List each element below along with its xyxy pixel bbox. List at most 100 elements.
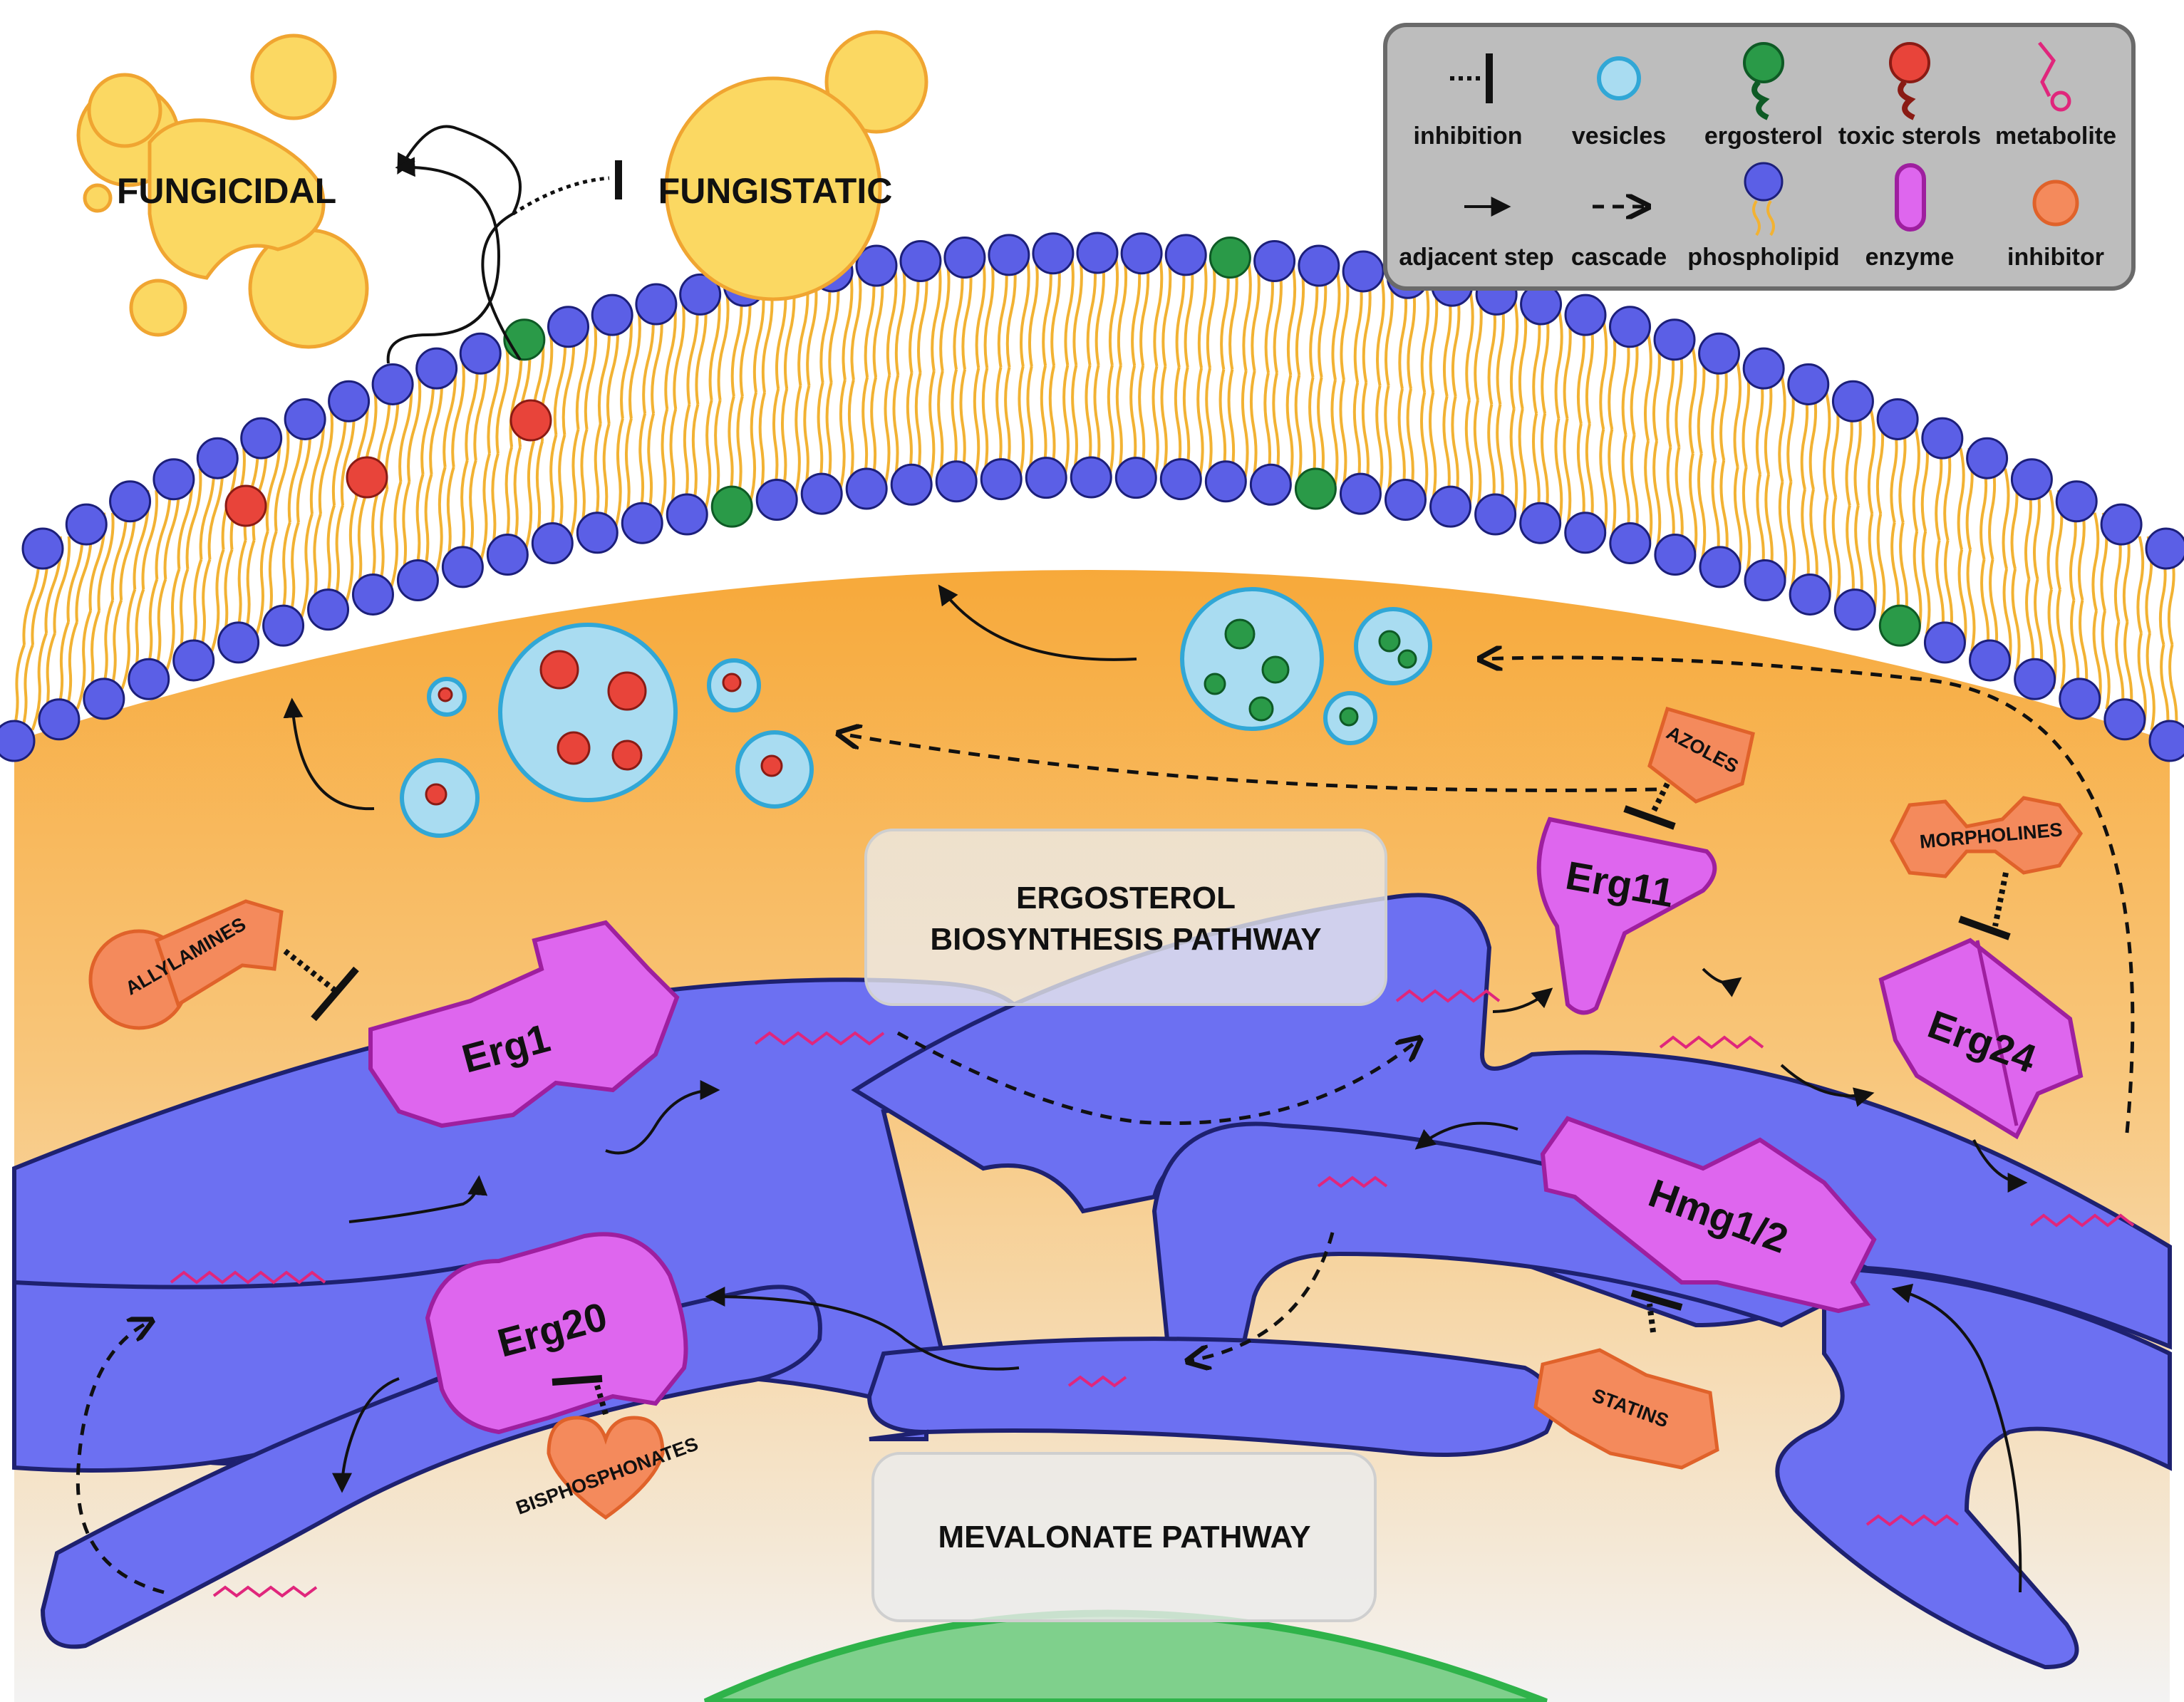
lipid-tail xyxy=(1331,268,1341,380)
phospholipid-head xyxy=(2145,527,2184,570)
lipid-tail xyxy=(407,375,422,482)
lipid-tail xyxy=(300,513,314,618)
lipid-tail xyxy=(1249,370,1258,484)
lipid-tail xyxy=(936,370,944,484)
toxic-sterol-molecule xyxy=(224,484,267,527)
lipid-tail xyxy=(1733,467,1743,574)
lipid-tail xyxy=(2091,512,2100,611)
enzyme-icon xyxy=(1895,163,1926,232)
lipid-tail xyxy=(673,299,685,410)
lipid-tail xyxy=(53,536,71,633)
lipid-tail xyxy=(1020,254,1030,367)
phospholipid-head xyxy=(459,332,502,375)
lipid-tail xyxy=(1160,365,1168,479)
lipid-tail xyxy=(495,346,509,454)
lipid-tail xyxy=(1509,299,1519,410)
lipid-tail xyxy=(1241,370,1249,484)
lipid-tail xyxy=(1242,259,1252,372)
lipid-tail xyxy=(1697,453,1707,561)
lipid-tail xyxy=(983,256,995,369)
phospholipid-head xyxy=(943,236,986,279)
phospholipid-head xyxy=(328,380,371,422)
lipid-tail xyxy=(1206,256,1216,369)
lipid-tail xyxy=(1778,375,1786,482)
lipid-tail xyxy=(2046,489,2055,590)
phospholipid-head xyxy=(576,512,619,554)
erg20-enzyme: Erg20 xyxy=(425,1232,688,1435)
lipid-tail xyxy=(658,408,669,519)
fungicidal-cell xyxy=(76,33,369,349)
vesicle-sterol xyxy=(539,650,579,690)
lipid-tail xyxy=(1689,453,1698,561)
vesicle-sterol xyxy=(1339,707,1359,727)
lipid-tail xyxy=(703,400,713,511)
vesicle-sterol xyxy=(1224,618,1256,650)
ergosterol-pathway-box xyxy=(864,829,1387,1006)
phospholipid-head xyxy=(899,240,942,283)
lipid-tail xyxy=(2011,569,2021,670)
phospholipid-head xyxy=(1253,240,1296,283)
phospholipid-head xyxy=(547,306,589,348)
lipid-tail xyxy=(1957,549,1967,652)
lipid-tail xyxy=(1429,392,1437,504)
lipid-tail xyxy=(793,385,802,497)
ergosterol-molecule xyxy=(1209,236,1251,279)
legend-toxic-sterols-label: toxic sterols xyxy=(1838,123,1981,150)
erg24-enzyme: Erg24 xyxy=(1878,938,2084,1140)
phospholipid-head xyxy=(1519,502,1562,544)
toxic-sterol-molecule xyxy=(346,456,388,499)
lipid-tail xyxy=(390,481,403,588)
lipid-tail xyxy=(1384,385,1392,497)
lipid-tail xyxy=(1375,385,1384,497)
vesicle-large-toxic xyxy=(498,623,678,802)
phospholipid-head xyxy=(0,720,36,762)
lipid-tail xyxy=(1957,447,1965,551)
phospholipid-head xyxy=(635,283,678,326)
phospholipid-head xyxy=(371,363,414,405)
phospholipid-head xyxy=(1120,232,1163,275)
metabolite-icon xyxy=(2038,41,2071,112)
ergosterol-molecule xyxy=(503,318,546,361)
mevalonate-pathway-box xyxy=(871,1452,1377,1622)
phospholipid-head xyxy=(591,294,633,336)
lipid-tail xyxy=(939,259,951,372)
lipid-tail xyxy=(479,453,491,561)
toxic-sterol-icon xyxy=(1889,42,1930,120)
phospholipid-head xyxy=(1385,478,1427,521)
phospholipid-head xyxy=(1653,318,1696,361)
phospholipid-head xyxy=(2100,503,2143,546)
lipid-tail xyxy=(664,299,677,410)
phospholipid-head xyxy=(1032,232,1075,275)
morpholines-inhibitor: MORPHOLINES xyxy=(1890,796,2084,940)
lipid-tail xyxy=(345,497,358,603)
lipid-tail xyxy=(1340,268,1350,380)
lipid-tail xyxy=(1064,252,1075,366)
lipid-tail xyxy=(569,429,580,539)
vesicle-sterol xyxy=(1261,655,1290,684)
lipid-tail xyxy=(141,489,159,590)
legend-adjacent-step-label: adjacent step xyxy=(1399,244,1553,271)
lipid-tail xyxy=(1473,400,1482,511)
lipid-tail xyxy=(1554,418,1563,529)
vesicle-sterol xyxy=(611,740,643,771)
ergosterol-molecule xyxy=(710,485,753,528)
lipid-tail xyxy=(1868,513,1878,618)
lipid-tail xyxy=(1644,440,1653,549)
lipid-tail xyxy=(575,321,589,430)
pathway-arrows xyxy=(76,125,2135,1594)
inhibitor-icon xyxy=(2032,180,2079,227)
phospholipid-head xyxy=(128,658,170,700)
ergosterol-molecule xyxy=(1878,604,1921,647)
phospholipid-head xyxy=(531,522,574,564)
phospholipid-head xyxy=(2055,480,2098,523)
vesicle-sterol xyxy=(425,783,447,806)
phospholipid-head xyxy=(800,472,843,515)
statins-inhibitor: STATINS xyxy=(1533,1290,1719,1470)
phospholipid-head xyxy=(980,458,1023,501)
phospholipid-head xyxy=(1070,456,1112,499)
lipid-tail xyxy=(1153,254,1164,367)
phospholipid-head xyxy=(1966,437,2009,479)
lipid-tail xyxy=(1778,481,1788,588)
phospholipid-head xyxy=(1699,546,1741,588)
